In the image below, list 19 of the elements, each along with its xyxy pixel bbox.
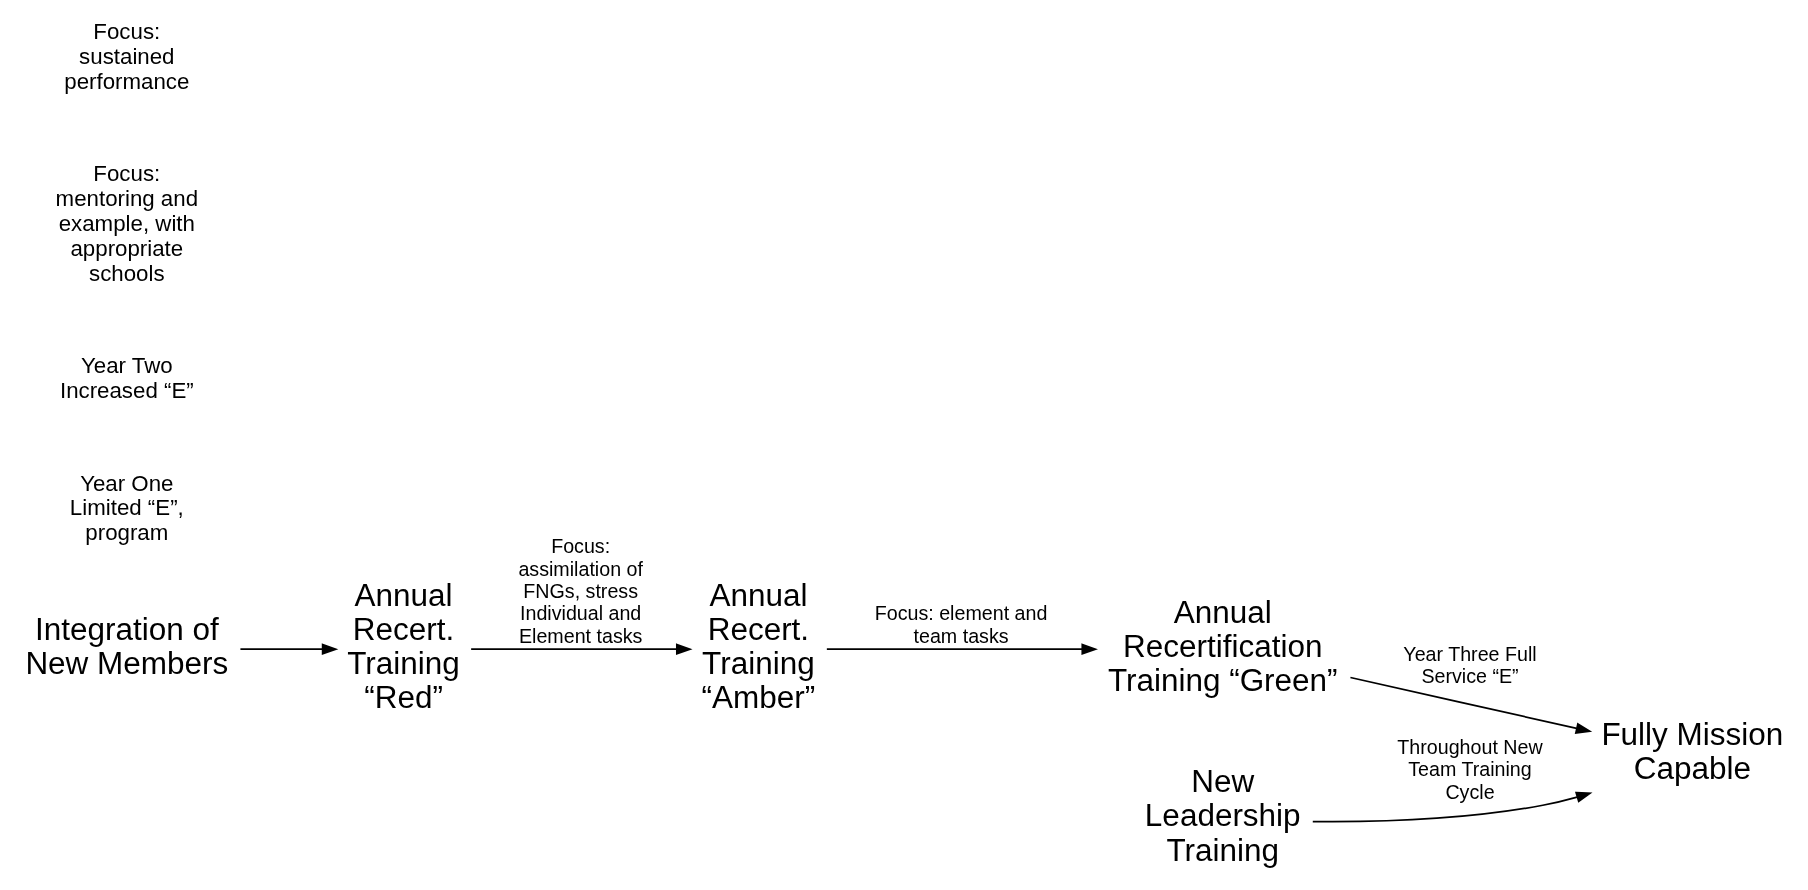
node-text: Integration of New Members xyxy=(25,611,229,681)
edge-label: Focus: assimilation of FNGs, stress Individual and Element tasks xyxy=(518,534,643,647)
node-text: Annual Recert. Training “Red” xyxy=(347,577,460,715)
arrow xyxy=(1349,676,1593,734)
edge-label: Throughout New Team Training Cycle xyxy=(1397,735,1543,803)
label: Focus: sustained performance xyxy=(64,18,190,94)
edge-label: Focus: element and team tasks xyxy=(874,601,1048,647)
node-text: Annual Recertification Training “Green” xyxy=(1107,594,1338,698)
label: Year Two Increased “E” xyxy=(59,352,194,403)
edge-label: Year Three Full Service “E” xyxy=(1403,642,1537,687)
arrow xyxy=(470,642,693,655)
node-text: Fully Mission Capable xyxy=(1601,716,1784,786)
label: Year One Limited “E”, program xyxy=(69,470,184,545)
node-text: Annual Recert. Training “Amber” xyxy=(701,577,816,715)
arrow xyxy=(826,642,1098,655)
label: Focus: mentoring and example, with appropriate schools xyxy=(55,160,199,286)
node-text: New Leadership Training xyxy=(1144,763,1301,868)
arrow xyxy=(239,642,339,655)
arrow xyxy=(1311,791,1593,822)
